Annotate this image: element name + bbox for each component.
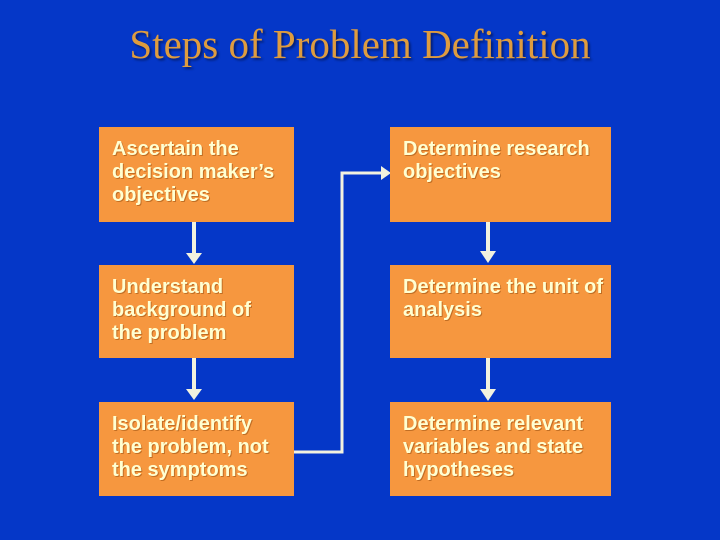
flow-box-label: Determine relevant variables and state h… — [403, 413, 584, 481]
elbow-line — [294, 171, 382, 454]
arrowhead-icon — [381, 166, 391, 180]
arrowhead-icon — [186, 253, 202, 264]
arrow-step5-to-step6 — [480, 358, 496, 401]
flow-box-label: Determine research objectives — [403, 138, 590, 183]
connector-step3-to-step4 — [294, 166, 391, 454]
flow-box-understand-background: Understand background of the problem — [99, 265, 294, 358]
flow-box-research-objectives: Determine research objectives — [390, 127, 611, 222]
arrowhead-icon — [186, 389, 202, 400]
flow-box-label: Determine the unit of analysis — [403, 276, 604, 321]
arrow-step2-to-step3 — [186, 358, 202, 400]
page-title: Steps of Problem Definition — [129, 21, 591, 67]
flow-box-unit-of-analysis: Determine the unit of analysis — [390, 265, 611, 358]
flow-box-label: Isolate/identify the problem, not the sy… — [112, 413, 269, 481]
flow-box-label: Understand background of the problem — [112, 276, 251, 344]
flow-box-relevant-variables: Determine relevant variables and state h… — [390, 402, 611, 496]
flow-box-isolate-problem: Isolate/identify the problem, not the sy… — [99, 402, 294, 496]
arrowhead-icon — [480, 389, 496, 401]
arrowhead-icon — [480, 251, 496, 263]
arrow-step1-to-step2 — [186, 222, 202, 264]
flow-box-label: Ascertain the decision maker’s objective… — [112, 138, 275, 206]
arrow-step4-to-step5 — [480, 222, 496, 263]
flow-box-decision-makers-objectives: Ascertain the decision maker’s objective… — [99, 127, 294, 222]
